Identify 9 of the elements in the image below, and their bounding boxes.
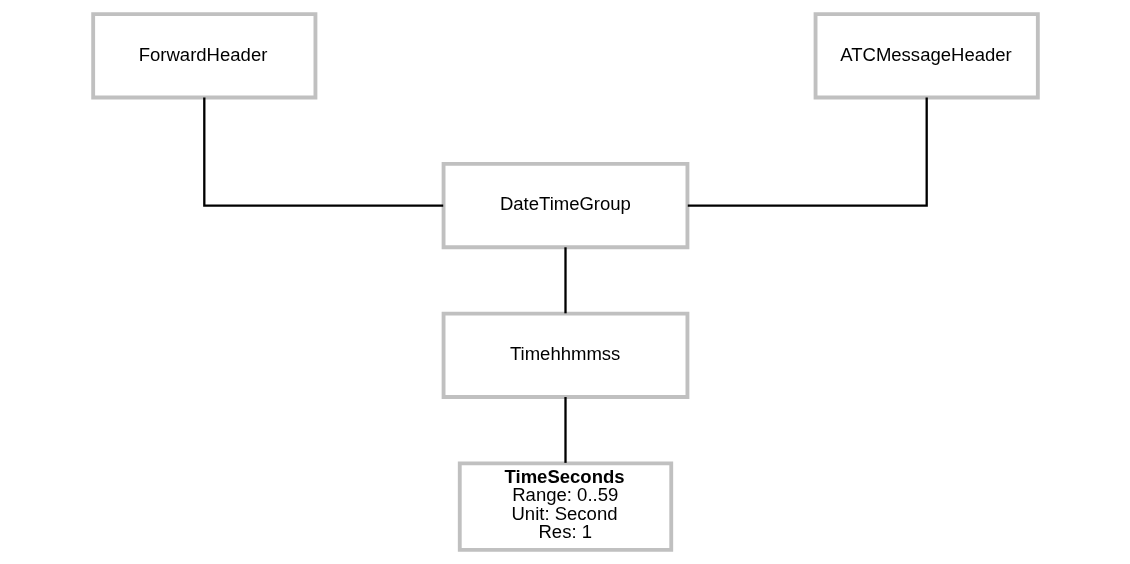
connector [687,97,928,207]
connector [563,247,567,314]
node-box: ForwardHeader [90,12,317,100]
node-box: Timehhmmss [441,311,689,399]
node-box: DateTimeGroup [441,162,689,250]
connector [563,397,567,463]
node-box: ATCMessageHeader [813,12,1040,100]
node-box: TimeSeconds Range: 0..59 Unit: Second Res: 1 [457,461,673,552]
connector [202,97,443,207]
